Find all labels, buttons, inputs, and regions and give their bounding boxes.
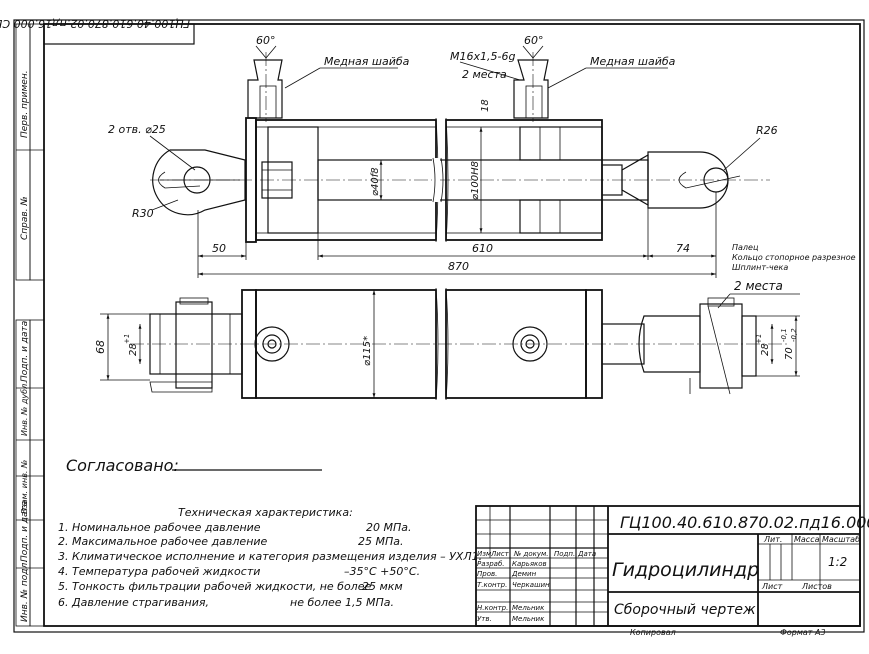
angle-right-label: 60°	[524, 34, 544, 47]
dim-610-label: 610	[472, 242, 493, 255]
spec-4-value: –35°С +50°С.	[344, 565, 420, 578]
dim-18-label: 18	[480, 99, 491, 112]
pin-note-2: Кольцо стопорное разрезное	[732, 253, 856, 262]
spec-1-text: 1. Номинальное рабочее давление	[58, 521, 261, 534]
spec-6-value: не более 1,5 МПа.	[290, 596, 394, 609]
tb-lit: Лит.	[763, 535, 782, 544]
tb-scale-value: 1:2	[828, 555, 847, 569]
dim-rod-label: ⌀40f8	[370, 167, 381, 196]
tb-col-list: Лист	[490, 550, 510, 558]
tb-scale: Масштаб	[822, 535, 860, 544]
spec-2-value: 25 МПа.	[358, 535, 404, 548]
side-label-dup-inv: Инв. № дубл.	[20, 381, 29, 436]
specs-title: Техническая характеристика:	[178, 506, 353, 519]
left-eye	[152, 149, 246, 216]
rod-gland-top	[519, 126, 603, 161]
right-port-fitting	[513, 45, 549, 122]
left-port-circle	[254, 326, 290, 362]
dim-70-tol-up: -0,1	[780, 328, 788, 342]
dim-28-right-tol: +1	[755, 334, 763, 344]
side-label-sign-date-1: Подп. и дата	[20, 321, 30, 382]
washer-right-label: Медная шайба	[590, 55, 676, 68]
title-block: Изм Лист № докум. Подп. Дата Разраб. Кар…	[475, 505, 869, 627]
left-cotter-pin	[158, 171, 201, 189]
tb-name-6: Мельник	[512, 615, 545, 623]
tb-product-name: Гидроцилиндр	[612, 559, 759, 581]
right-cotter-pin	[678, 171, 741, 189]
two-holes-label: 2 отв. ⌀25	[108, 123, 166, 136]
washer-left-label: Медная шайба	[324, 55, 410, 68]
r26-label: R26	[756, 124, 778, 137]
side-label-sign-date-2: Подп. и дата	[20, 501, 30, 562]
rotated-designation: ГЦ100.40.610.870.02.пд16.000 СБ	[0, 17, 190, 30]
tb-col-date: Дата	[577, 550, 596, 558]
spec-5-text: 5. Тонкость фильтрации рабочей жидкости,…	[58, 580, 371, 593]
technical-specs: Техническая характеристика: 1. Номинальн…	[58, 506, 482, 609]
tb-col-doc: № докум.	[513, 550, 549, 558]
angle-left-label: 60°	[256, 34, 276, 47]
r30-label: R30	[132, 207, 154, 220]
dim-870-label: 870	[448, 260, 469, 273]
rotated-designation-block: ГЦ100.40.610.870.02.пд16.000 СБ	[0, 17, 195, 45]
dim-68-label: 68	[94, 340, 107, 354]
tb-col-izm: Изм	[477, 550, 492, 558]
spec-4-text: 4. Температура рабочей жидкости	[58, 565, 260, 578]
dim-28-left-tol: +1	[123, 334, 131, 344]
dim-70-label: 70	[784, 347, 795, 360]
dim-28-right-label: 28	[760, 343, 771, 356]
tb-role-1: Разраб.	[477, 560, 505, 568]
tb-col-sign: Подп.	[554, 550, 575, 558]
dim-115-label: ⌀115*	[362, 336, 373, 366]
right-clevis	[638, 315, 701, 373]
tb-name-1: Карьяков	[512, 560, 547, 568]
thread-label: М16х1,5-6g	[450, 50, 515, 63]
rod-gland-bottom	[519, 199, 603, 234]
tb-name-5: Мельник	[512, 604, 545, 612]
side-label-replace-inv: Взам. инв. №	[20, 460, 29, 514]
side-label-reference-no: Справ. №	[20, 196, 30, 240]
tb-format: Формат А3	[780, 628, 826, 637]
tb-role-6: Утв.	[477, 615, 492, 623]
pin-note-3: Шплинт-чека	[732, 263, 788, 272]
dim-50-label: 50	[212, 242, 226, 255]
dim-74-label: 74	[676, 242, 690, 255]
spec-3-text: 3. Климатическое исполнение и категория …	[58, 550, 482, 563]
cylinder-side-view	[130, 287, 790, 401]
side-label-orig-inv: Инв. № подл.	[20, 560, 30, 622]
tb-name-2: Демин	[511, 570, 537, 578]
side-label-first-use: Перв. примен.	[20, 70, 30, 138]
tb-sheets: Листов	[801, 582, 832, 591]
right-port-circle	[512, 326, 548, 362]
tb-mass: Масса	[794, 535, 820, 544]
dim-28-left-label: 28	[128, 343, 139, 356]
spec-6-text: 6. Давление страгивания,	[58, 596, 209, 609]
tb-role-5: Н.контр.	[477, 604, 508, 612]
pin-note-1: Палец	[732, 243, 759, 252]
spec-1-value: 20 МПа.	[366, 521, 412, 534]
cylinder-section-view	[150, 45, 770, 243]
tb-role-2: Пров.	[477, 570, 497, 578]
tb-role-3: Т.контр.	[477, 581, 507, 589]
left-port-fitting	[247, 45, 283, 122]
dim-bore-label: ⌀100H8	[470, 161, 481, 200]
tb-designation: ГЦ100.40.610.870.02.пд16.000 СБ	[620, 513, 869, 532]
tb-name-3: Черкашин	[512, 581, 550, 589]
outer-frame	[13, 19, 865, 633]
tb-copied: Копировал	[630, 628, 676, 637]
tb-sheet: Лист	[761, 582, 783, 591]
tube-side	[255, 289, 437, 399]
tb-doc-type: Сборочный чертеж	[614, 602, 756, 618]
spec-5-value: 25 мкм	[362, 580, 403, 593]
dim-70-tol-low: -0,2	[790, 328, 798, 342]
agreed-label: Согласовано:	[66, 456, 179, 475]
two-places-top-label: 2 места	[462, 68, 507, 81]
left-side-column: Перв. примен. Справ. № Подп. и дата Инв.…	[15, 23, 45, 627]
two-places-bottom-label: 2 места	[734, 279, 783, 293]
spec-2-text: 2. Максимальное рабочее давление	[58, 535, 268, 548]
